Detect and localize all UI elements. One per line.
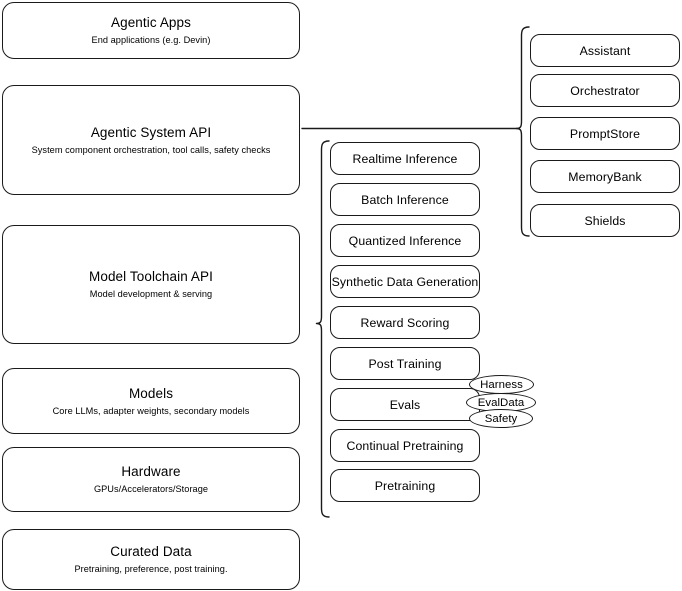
layer-title: Curated Data (110, 544, 192, 559)
layer-subtitle: Core LLMs, adapter weights, secondary mo… (52, 405, 250, 416)
layer-title: Agentic Apps (110, 15, 191, 30)
layer-hardware[interactable]: Hardware GPUs/Accelerators/Storage (2, 447, 300, 512)
layer-subtitle: Model development & serving (89, 289, 213, 299)
layer-subtitle: System component orchestration, tool cal… (31, 144, 271, 155)
layer-agentic-apps[interactable]: Agentic Apps End applications (e.g. Devi… (2, 2, 300, 59)
component-quantized-inference[interactable]: Quantized Inference (330, 224, 480, 257)
brace-toolchain-components (315, 140, 330, 518)
component-evals[interactable]: Evals (330, 388, 480, 421)
component-batch-inference[interactable]: Batch Inference (330, 183, 480, 216)
layer-title: Models (128, 385, 174, 401)
component-pretraining[interactable]: Pretraining (330, 469, 480, 502)
component-synthetic-data-generation[interactable]: Synthetic Data Generation (330, 265, 480, 298)
component-assistant[interactable]: Assistant (530, 34, 680, 67)
layer-model-toolchain-api[interactable]: Model Toolchain API Model development & … (2, 225, 300, 344)
brace-agentic-components (515, 26, 530, 237)
layer-title: Hardware (121, 464, 181, 479)
layer-title: Model Toolchain API (89, 269, 213, 284)
component-memorybank[interactable]: MemoryBank (530, 160, 680, 193)
layer-subtitle: Pretraining, preference, post training. (74, 564, 228, 574)
component-realtime-inference[interactable]: Realtime Inference (330, 142, 480, 175)
component-post-training[interactable]: Post Training (330, 347, 480, 380)
layer-models[interactable]: Models Core LLMs, adapter weights, secon… (2, 368, 300, 434)
component-promptstore[interactable]: PromptStore (530, 117, 680, 150)
component-orchestrator[interactable]: Orchestrator (530, 74, 680, 107)
component-continual-pretraining[interactable]: Continual Pretraining (330, 429, 480, 462)
layer-subtitle: GPUs/Accelerators/Storage (93, 484, 209, 494)
component-shields[interactable]: Shields (530, 204, 680, 237)
layer-subtitle: End applications (e.g. Devin) (91, 35, 211, 45)
tag-harness[interactable]: Harness (469, 375, 534, 394)
component-reward-scoring[interactable]: Reward Scoring (330, 306, 480, 339)
layer-agentic-system-api[interactable]: Agentic System API System component orch… (2, 85, 300, 195)
tag-safety[interactable]: Safety (469, 409, 533, 428)
layer-curated-data[interactable]: Curated Data Pretraining, preference, po… (2, 529, 300, 590)
layer-title: Agentic System API (90, 124, 212, 140)
